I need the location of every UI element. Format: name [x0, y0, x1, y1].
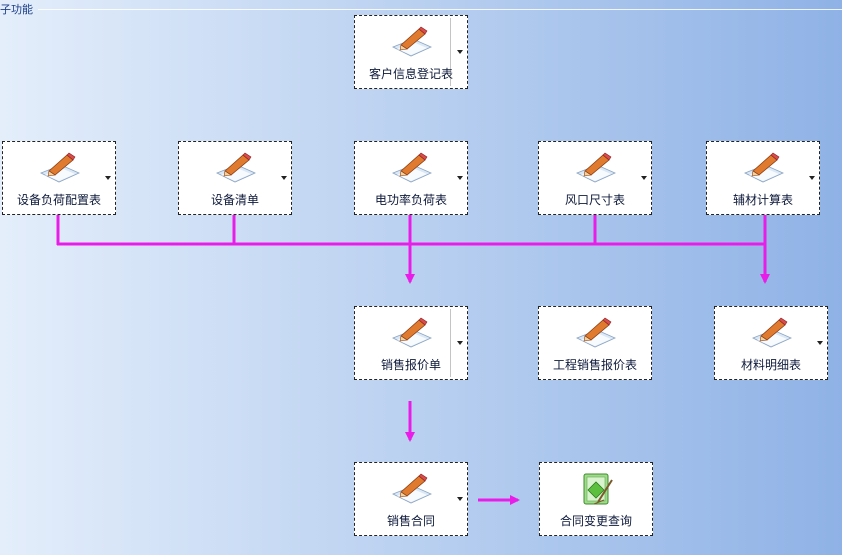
dropdown-divider [450, 18, 451, 86]
dropdown-arrow-icon[interactable] [457, 176, 463, 180]
dropdown-arrow-icon[interactable] [457, 341, 463, 345]
node-label: 辅材计算表 [732, 193, 793, 207]
edit-document-icon [576, 152, 616, 183]
edit-document-icon [392, 26, 432, 57]
node-label: 材料明细表 [740, 358, 801, 372]
node-label: 风口尺寸表 [564, 193, 625, 207]
sales-contract-node[interactable]: 销售合同 [354, 462, 468, 536]
node-label: 销售报价单 [380, 358, 441, 372]
edit-document-icon [752, 317, 792, 348]
project-sales-quote-node[interactable]: 工程销售报价表 [538, 306, 652, 380]
contract-change-query-node[interactable]: 合同变更查询 [539, 462, 653, 536]
dropdown-arrow-icon[interactable] [281, 176, 287, 180]
dropdown-arrow-icon[interactable] [457, 497, 463, 501]
edit-document-icon [576, 317, 616, 348]
dropdown-arrow-icon[interactable] [641, 176, 647, 180]
material-detail-node[interactable]: 材料明细表 [714, 306, 828, 380]
edit-document-icon [392, 317, 432, 348]
dropdown-arrow-icon[interactable] [809, 176, 815, 180]
node-label: 销售合同 [386, 514, 435, 528]
equip-load-config-node[interactable]: 设备负荷配置表 [2, 141, 116, 215]
group-title: 子功能 [0, 3, 33, 16]
node-label: 电功率负荷表 [374, 193, 447, 207]
dropdown-arrow-icon[interactable] [457, 50, 463, 54]
edit-document-icon [744, 152, 784, 183]
certificate-icon [583, 473, 613, 505]
node-label: 设备负荷配置表 [16, 193, 101, 207]
elec-power-load-node[interactable]: 电功率负荷表 [354, 141, 468, 215]
equip-list-node[interactable]: 设备清单 [178, 141, 292, 215]
edit-document-icon [40, 152, 80, 183]
aux-material-calc-node[interactable]: 辅材计算表 [706, 141, 820, 215]
dropdown-arrow-icon[interactable] [105, 176, 111, 180]
node-label: 设备清单 [210, 193, 259, 207]
sales-quote-node[interactable]: 销售报价单 [354, 306, 468, 380]
edit-document-icon [216, 152, 256, 183]
edit-document-icon [392, 152, 432, 183]
node-label: 工程销售报价表 [552, 358, 637, 372]
vent-size-node[interactable]: 风口尺寸表 [538, 141, 652, 215]
node-label: 客户信息登记表 [368, 67, 453, 81]
dropdown-divider [450, 309, 451, 377]
dropdown-arrow-icon[interactable] [817, 341, 823, 345]
node-label: 合同变更查询 [559, 514, 632, 528]
customer-info-node[interactable]: 客户信息登记表 [354, 15, 468, 89]
edit-document-icon [392, 473, 432, 504]
group-separator [38, 9, 842, 10]
